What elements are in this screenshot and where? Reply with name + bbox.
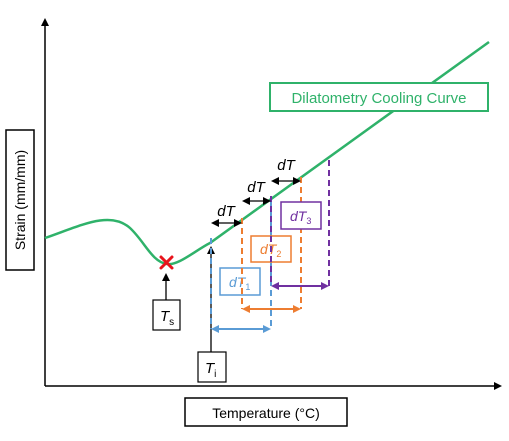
dt3-label: dT3 (290, 208, 311, 226)
ti-label-box (197, 351, 227, 383)
dt2-label: dT2 (260, 241, 281, 259)
dt-step-label-3: dT (277, 157, 296, 174)
x-axis-label-box (184, 397, 348, 427)
dt3-label-box (280, 201, 322, 230)
ts-label-box (152, 299, 181, 331)
dt1-label-box (219, 267, 261, 296)
y-axis-label: Strain (mm/mm) (12, 150, 28, 250)
y-axis-label-box (5, 129, 35, 271)
curve-legend-label: Dilatometry Cooling Curve (291, 90, 466, 107)
dt-step-label-2: dT (247, 179, 266, 196)
ts-cross-marker (159, 255, 174, 270)
x-axis-label: Temperature (°C) (212, 405, 320, 421)
ts-label: Ts (160, 308, 174, 328)
dt-step-label-1: dT (217, 203, 236, 220)
curve-legend-box (269, 82, 489, 112)
interval-dt3: dT3 (270, 160, 330, 290)
dilatometry-curve (44, 40, 490, 266)
ti-label: Ti (205, 360, 216, 380)
